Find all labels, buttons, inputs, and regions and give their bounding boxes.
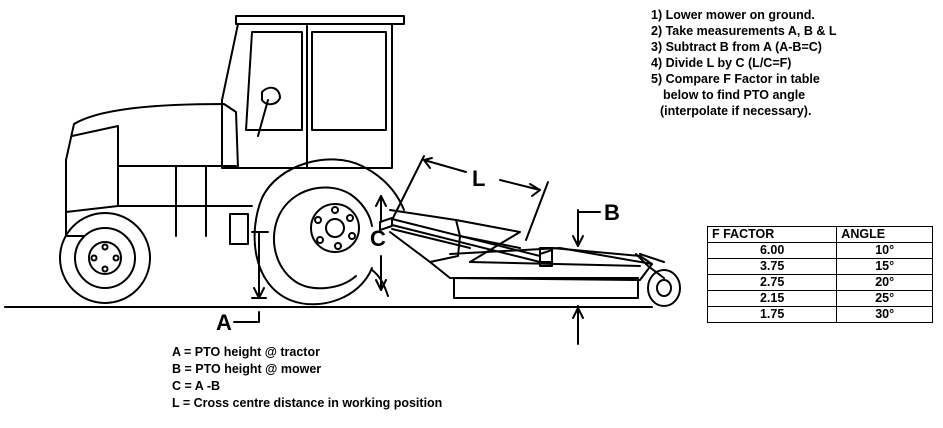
table-row: 2.75 20° <box>706 274 933 291</box>
table-row: 2.15 25° <box>706 290 933 307</box>
rear-wheel <box>253 158 405 306</box>
step-5-cont: below to find PTO angle <box>663 88 806 102</box>
front-wheel <box>59 212 151 304</box>
header-f-factor: F FACTOR <box>706 226 838 243</box>
label-c: C <box>370 226 386 251</box>
f-factor-cell: 3.75 <box>706 258 838 275</box>
table-row: 3.75 15° <box>706 258 933 275</box>
tractor-cab <box>221 15 405 169</box>
f-factor-cell: 2.15 <box>706 290 838 307</box>
f-factor-cell: 2.75 <box>706 274 838 291</box>
dimension-c <box>375 195 387 291</box>
angle-cell: 10° <box>836 242 933 259</box>
dimension-a <box>233 231 269 323</box>
legend-c: C = A -B <box>172 379 221 393</box>
table-row: 6.00 10° <box>706 242 933 259</box>
pto-shaft <box>379 217 553 267</box>
table-header-row: F FACTOR ANGLE <box>706 226 933 243</box>
legend-l: L = Cross centre distance in working pos… <box>172 396 443 410</box>
step-5: 5) Compare F Factor in table <box>651 72 820 86</box>
angle-cell: 20° <box>836 274 933 291</box>
tractor-hood <box>65 103 253 245</box>
legend-a: A = PTO height @ tractor <box>172 345 320 359</box>
step-4: 4) Divide L by C (L/C=F) <box>651 56 792 70</box>
dimension-b <box>572 209 601 345</box>
label-b: B <box>604 200 620 225</box>
f-factor-cell: 6.00 <box>706 242 838 259</box>
step-5-note: (interpolate if necessary). <box>660 104 812 118</box>
mower-deck <box>429 247 653 299</box>
header-angle: ANGLE <box>836 226 933 243</box>
f-factor-cell: 1.75 <box>706 306 838 323</box>
table-row: 1.75 30° <box>706 306 933 323</box>
angle-cell: 25° <box>836 290 933 307</box>
label-a: A <box>216 310 232 335</box>
angle-cell: 30° <box>836 306 933 323</box>
dimension-l <box>391 155 549 241</box>
mower-tail-wheel <box>635 253 681 307</box>
step-1: 1) Lower mower on ground. <box>651 8 815 22</box>
step-3: 3) Subtract B from A (A-B=C) <box>651 40 822 54</box>
f-factor-table: F FACTOR ANGLE 6.00 10° 3.75 15° 2.75 20… <box>706 226 933 323</box>
label-l: L <box>472 166 486 191</box>
angle-cell: 15° <box>836 258 933 275</box>
legend-b: B = PTO height @ mower <box>172 362 322 376</box>
step-2: 2) Take measurements A, B & L <box>651 24 837 38</box>
